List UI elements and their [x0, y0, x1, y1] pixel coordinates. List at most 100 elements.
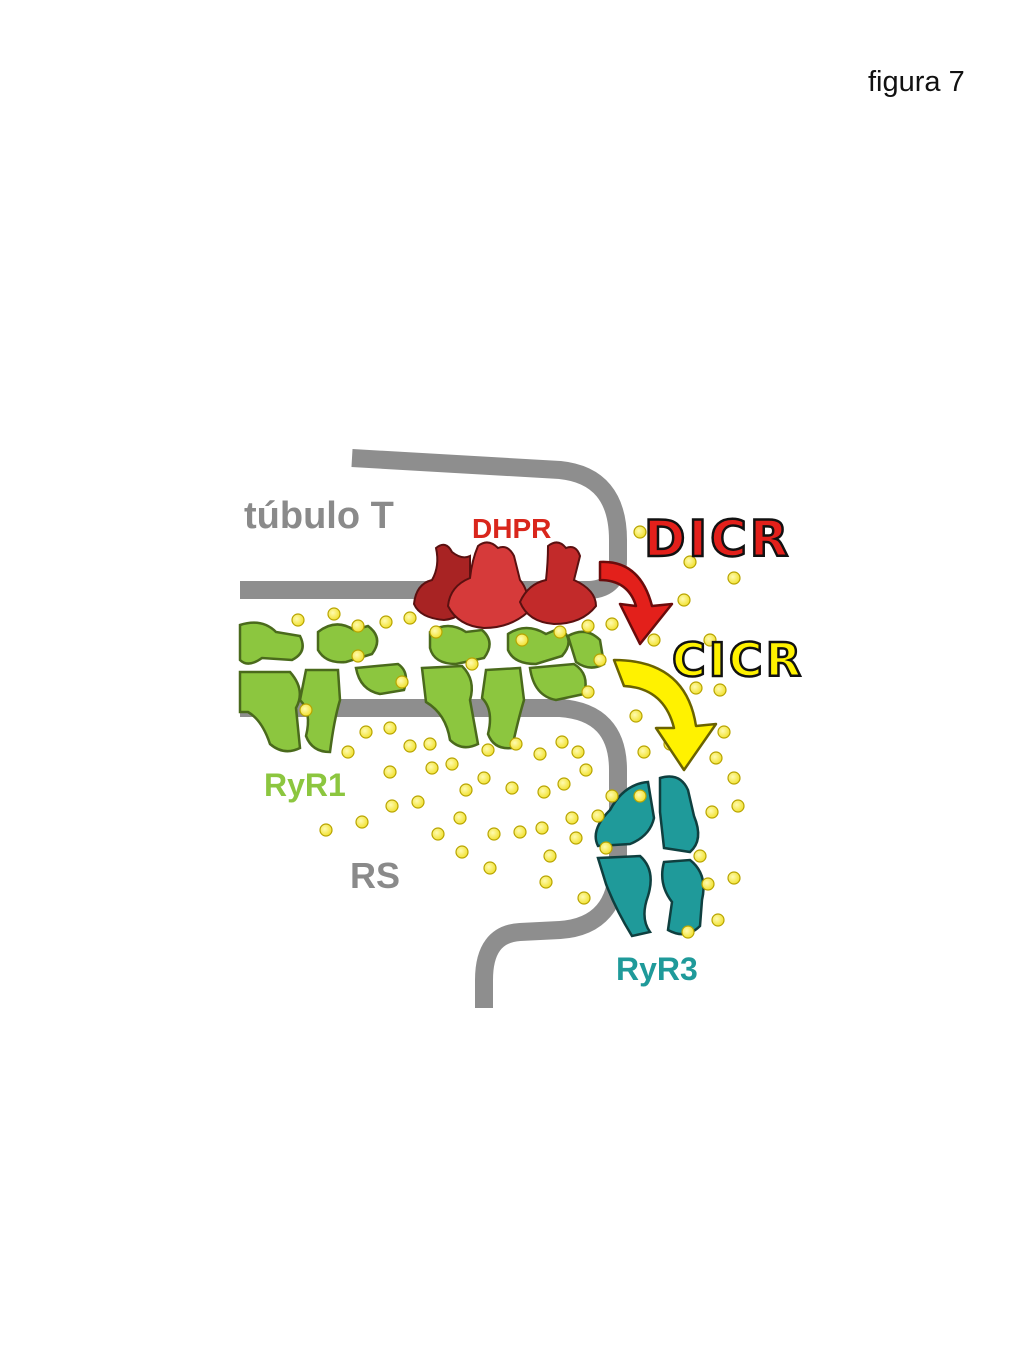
calcium-ion [677, 593, 691, 607]
cicr-label: CICR [672, 633, 804, 687]
calcium-ion [477, 771, 491, 785]
figure-label: figura 7 [868, 66, 965, 98]
dhpr-channel-center [446, 541, 530, 630]
calcium-ion [579, 763, 593, 777]
calcium-ion [411, 795, 425, 809]
sr-membrane [240, 699, 627, 1008]
calcium-ion [425, 761, 439, 775]
calcium-ion [581, 685, 595, 699]
calcium-ion [591, 809, 605, 823]
calcium-ion [629, 709, 643, 723]
calcium-ion [483, 861, 497, 875]
calcium-ion [537, 785, 551, 799]
calcium-ion [633, 525, 647, 539]
calcium-ion [553, 625, 567, 639]
calcium-ion [557, 777, 571, 791]
calcium-ion [453, 811, 467, 825]
ryr3-channel-4 [661, 858, 705, 936]
calcium-ion [351, 649, 365, 663]
dicr-arrow [598, 560, 674, 646]
ryr3-channel-2 [658, 775, 700, 854]
ryr1-channel-3 [354, 662, 408, 696]
calcium-ion [701, 877, 715, 891]
calcium-ion [299, 703, 313, 717]
ryr1-channel-1b [238, 670, 302, 753]
ryr3-channel-1 [594, 780, 656, 848]
calcium-ion [681, 925, 695, 939]
calcium-ion [379, 615, 393, 629]
calcium-ion [465, 657, 479, 671]
calcium-ion [637, 745, 651, 759]
calcium-ion [355, 815, 369, 829]
ryr1-channel-6 [528, 662, 587, 702]
ryr1-label: RyR1 [264, 767, 346, 803]
calcium-ion [383, 765, 397, 779]
calcium-ion [429, 625, 443, 639]
calcium-ion [599, 841, 613, 855]
calcium-ion-group [291, 525, 745, 939]
calcium-ion [605, 617, 619, 631]
calcium-ion [513, 825, 527, 839]
ryr1-channel-2 [316, 623, 379, 664]
calcium-ion [581, 619, 595, 633]
calcium-ion [455, 845, 469, 859]
calcium-ion [577, 891, 591, 905]
calcium-ion [605, 789, 619, 803]
calcium-ion [593, 653, 607, 667]
ryr1-channel-4b [420, 664, 480, 749]
t-tubule-membrane [240, 449, 627, 599]
calcium-ion [359, 725, 373, 739]
dhpr-channel-group [412, 541, 598, 630]
calcium-ion [711, 913, 725, 927]
ryr1-channel-4 [428, 624, 491, 666]
calcium-ion [351, 619, 365, 633]
calcium-ion [327, 607, 341, 621]
calcium-ion [403, 611, 417, 625]
dicr-label: DICR [644, 510, 791, 568]
calcium-ion [565, 811, 579, 825]
calcium-ion [703, 633, 717, 647]
calcium-ion [319, 823, 333, 837]
calcium-ion [403, 739, 417, 753]
calcium-ion [555, 735, 569, 749]
calcium-ion [633, 789, 647, 803]
calcium-ion [705, 805, 719, 819]
calcium-ion [505, 781, 519, 795]
calcium-ion [459, 783, 473, 797]
dhpr-label: DHPR [472, 513, 551, 544]
ryr1-channel-1 [238, 621, 304, 665]
calcium-ion [727, 771, 741, 785]
calcium-ion [709, 751, 723, 765]
calcium-ion [543, 849, 557, 863]
calcium-ion [509, 737, 523, 751]
calcium-ion [487, 827, 501, 841]
calcium-ion [395, 675, 409, 689]
calcium-ion [713, 683, 727, 697]
calcium-ion [539, 875, 553, 889]
ryr1-channel-group [238, 621, 606, 754]
ryr1-channel-5b [480, 666, 526, 750]
calcium-ion [727, 571, 741, 585]
calcium-ion [689, 681, 703, 695]
calcium-ion [571, 745, 585, 759]
calcium-ion [515, 633, 529, 647]
calcium-ion [383, 721, 397, 735]
calcium-ion [569, 831, 583, 845]
ryr3-label: RyR3 [616, 951, 698, 987]
calcium-ion [717, 725, 731, 739]
calcium-ion [693, 849, 707, 863]
calcium-ion [431, 827, 445, 841]
calcium-ion [481, 743, 495, 757]
dhpr-channel-right [518, 541, 598, 626]
calcium-ion [727, 871, 741, 885]
calcium-ion [647, 633, 661, 647]
calcium-ion [291, 613, 305, 627]
calcium-ion [385, 799, 399, 813]
calcium-ion [445, 757, 459, 771]
calcium-ion [535, 821, 549, 835]
ryr3-channel-3 [596, 854, 653, 938]
t-tubule-label: túbulo T [244, 495, 394, 537]
rs-label: RS [350, 855, 400, 896]
calcium-ion [731, 799, 745, 813]
